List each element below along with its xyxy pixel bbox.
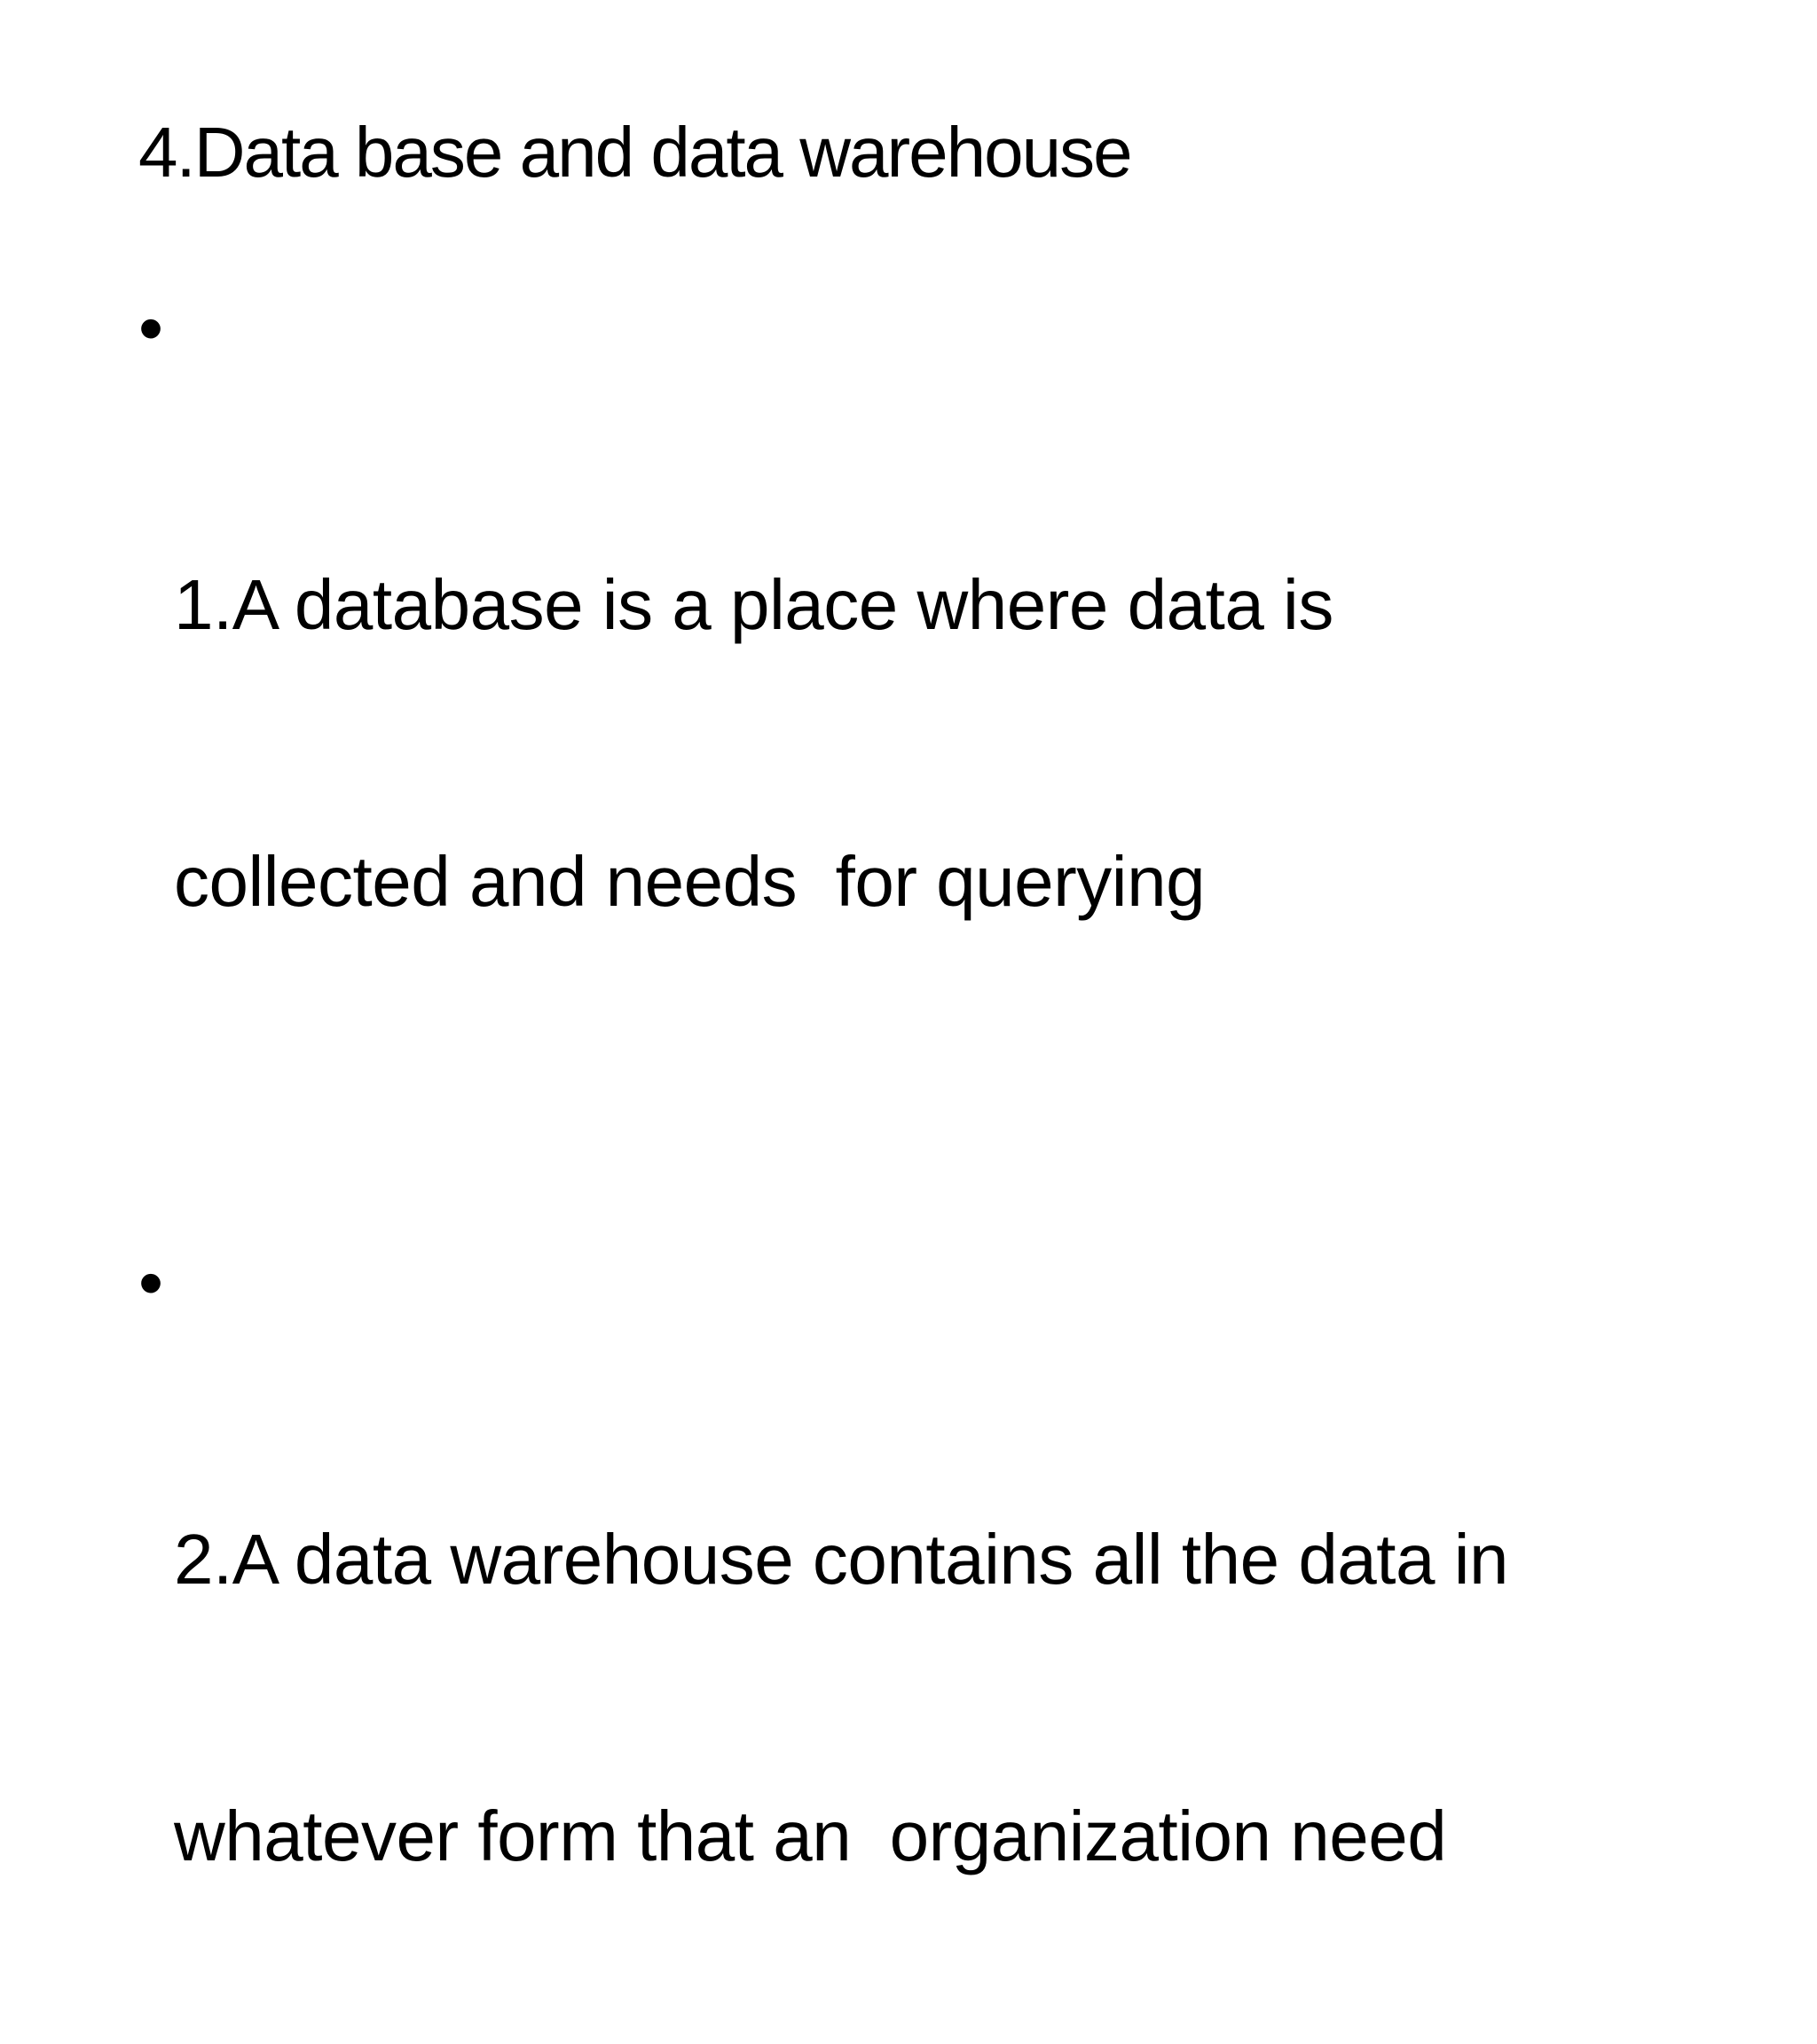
bullet-dot-icon: • bbox=[138, 288, 163, 367]
bullet-1-line-2: collected and needs for querying bbox=[174, 842, 1206, 921]
bullet-2-line-2: whatever form that an organization need bbox=[174, 1796, 1447, 1875]
bullet-item-1: • 1.A database is a place where data is … bbox=[138, 282, 1735, 1112]
bullet-list: • 1.A database is a place where data is … bbox=[138, 282, 1735, 2044]
bullet-2-line-1: 2.A data warehouse contains all the data… bbox=[174, 1520, 1509, 1599]
slide: 4.Data base and data warehouse • 1.A dat… bbox=[138, 113, 1509, 1875]
bullet-1-line-1: 1.A database is a place where data is bbox=[174, 565, 1333, 644]
slide-title: 4.Data base and data warehouse bbox=[138, 113, 1133, 192]
bullet-item-2: • 2.A data warehouse contains all the da… bbox=[138, 1237, 1735, 2044]
bullet-dot-icon: • bbox=[138, 1243, 163, 1322]
